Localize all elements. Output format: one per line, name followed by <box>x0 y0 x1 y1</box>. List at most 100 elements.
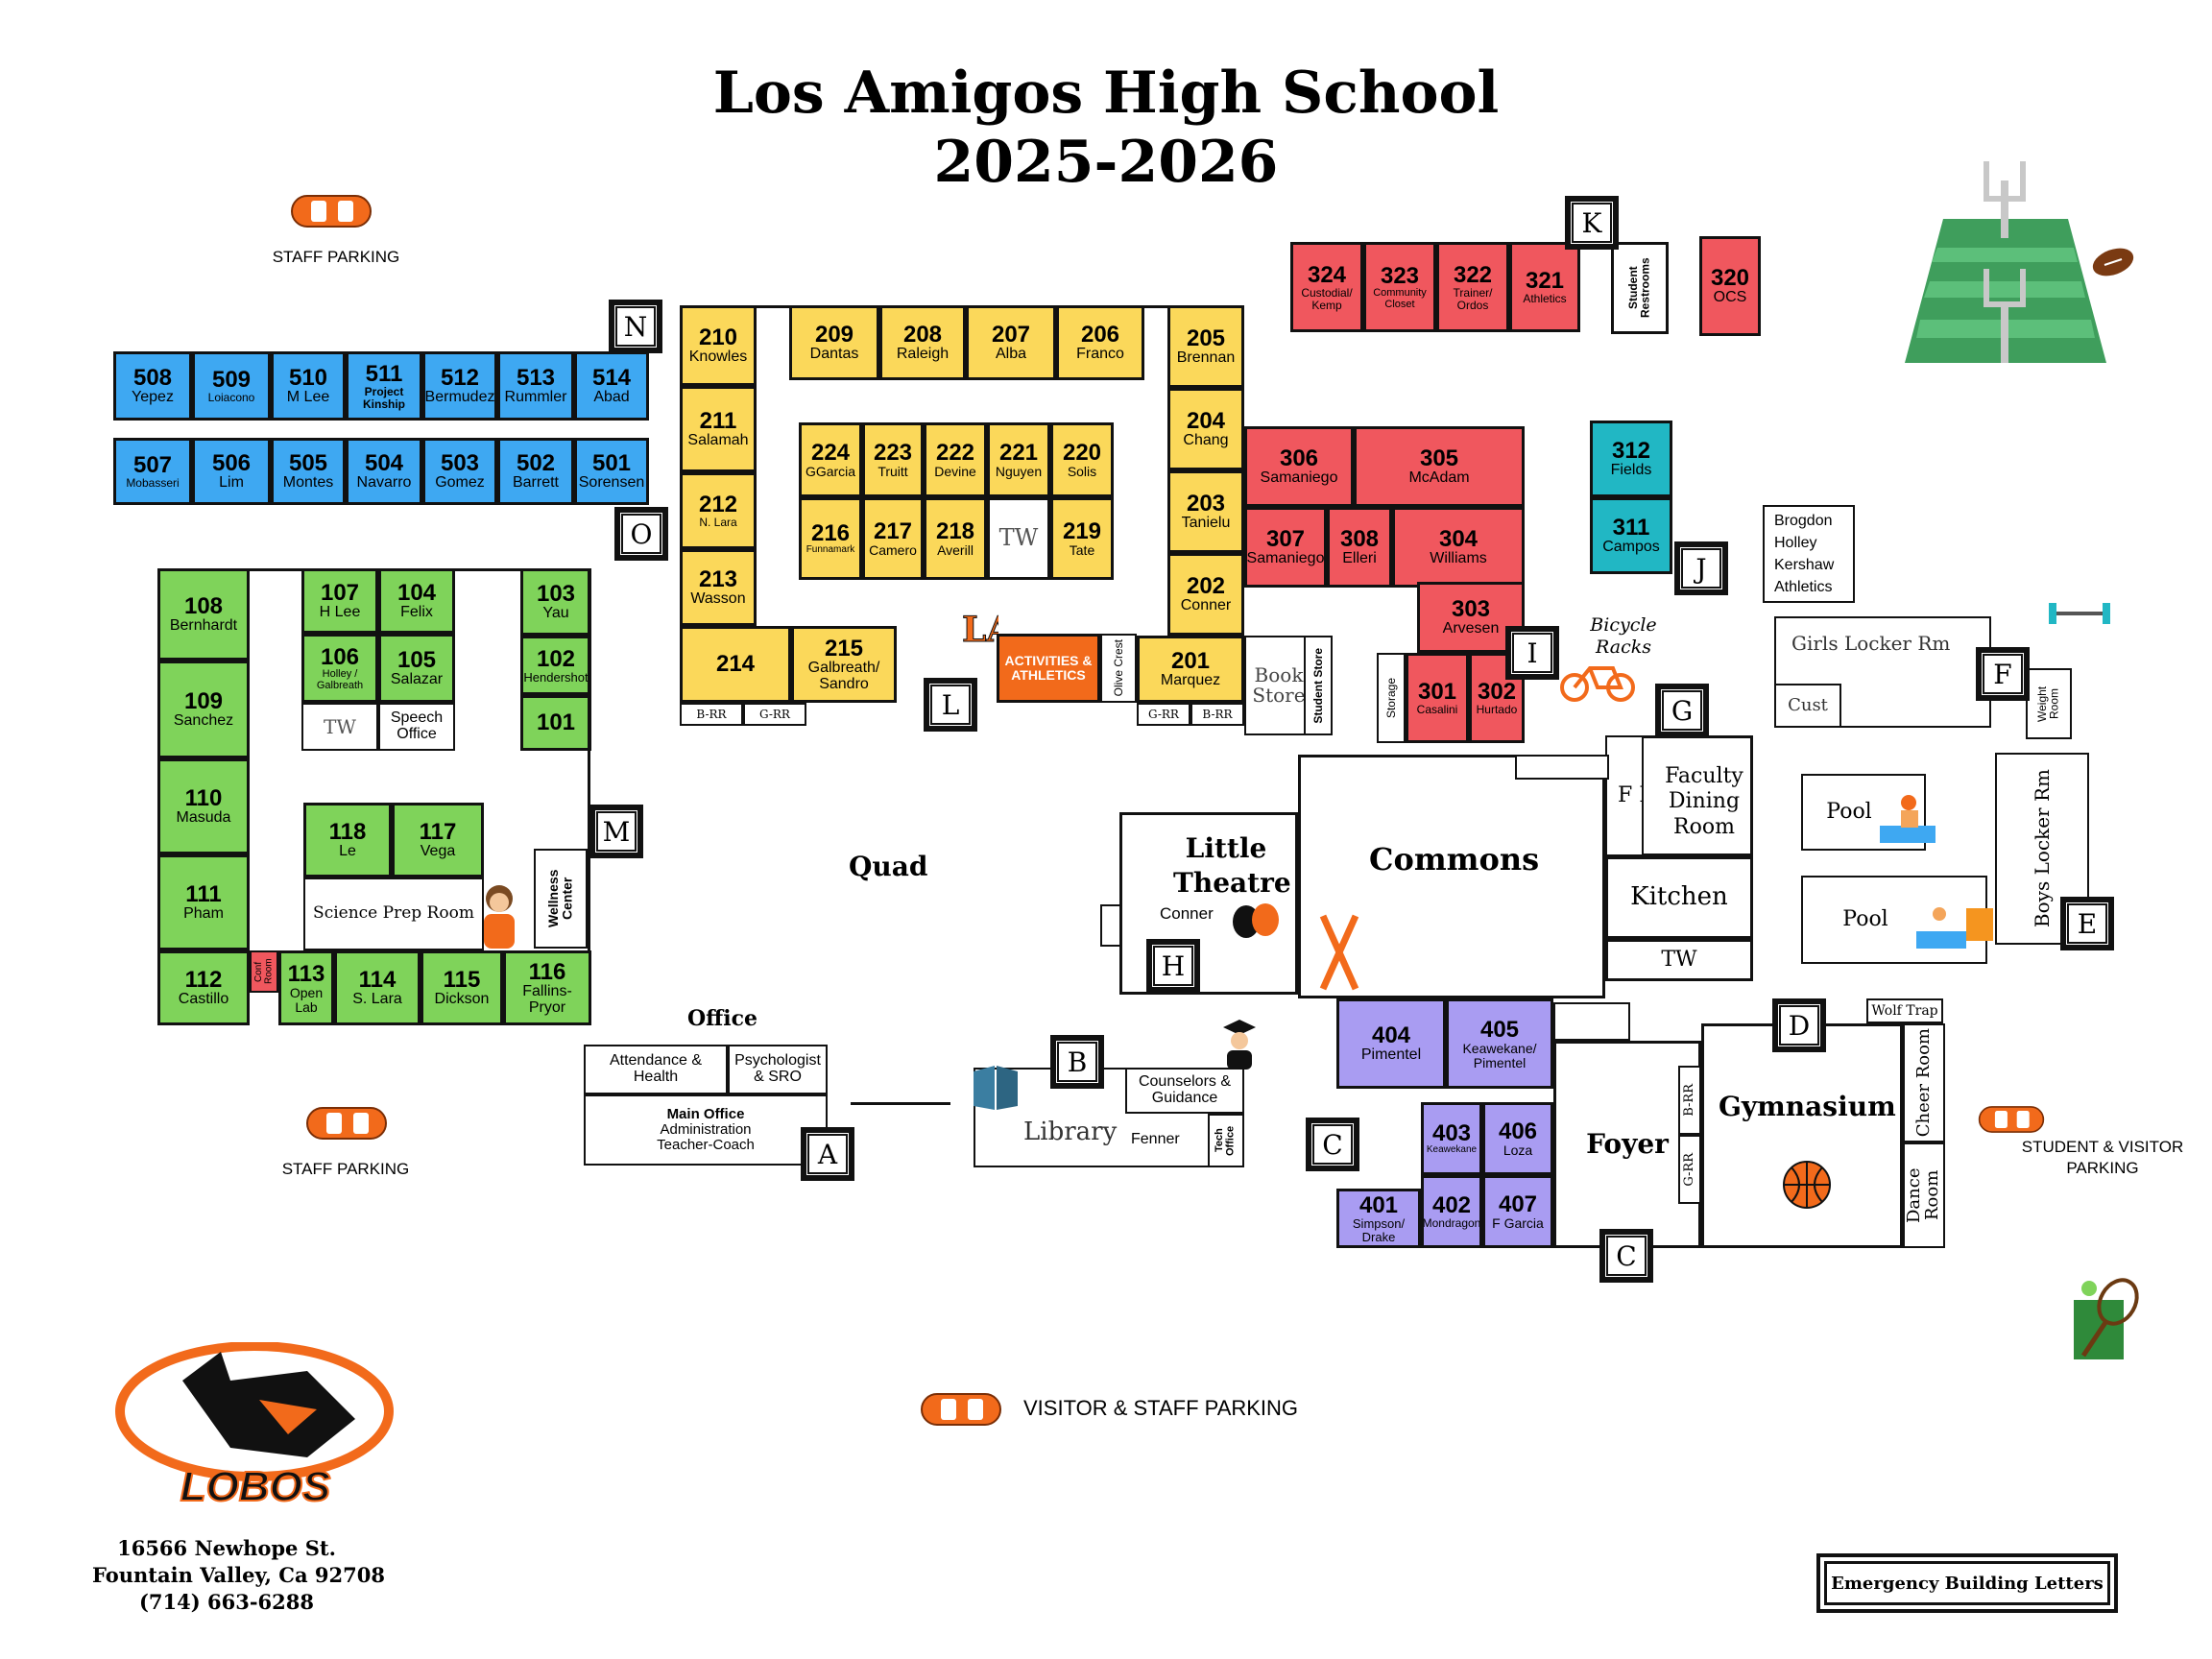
bicycle-icon <box>1560 666 1635 702</box>
speech-office: Speech Office <box>378 703 455 751</box>
dumbbell-icon <box>2049 603 2110 624</box>
wellness-center: Wellness Center <box>534 849 588 949</box>
address-city: Fountain Valley, Ca 92708 <box>92 1563 385 1587</box>
girls-restroom: G-RR <box>1137 703 1190 726</box>
building-letter-m: M <box>589 805 643 858</box>
psychologist-sro: Psychologist & SRO <box>728 1045 828 1094</box>
room-214: 214 <box>680 626 791 703</box>
building-letter-j: J <box>1674 541 1728 595</box>
swimmer-icon <box>1916 907 1993 949</box>
address-street: 16566 Newhope St. <box>117 1536 336 1560</box>
weight-room: Weight Room <box>2026 668 2072 739</box>
building-letter-a: A <box>801 1127 854 1181</box>
fork-knife-icon <box>1319 914 1359 991</box>
quad-label: Quad <box>849 851 928 882</box>
building-letter-c: C <box>1599 1229 1653 1283</box>
fdr1: F D R 1 <box>1605 735 1644 856</box>
visitor-staff-parking-label: VISITOR & STAFF PARKING <box>1023 1396 1299 1420</box>
student-store: Student Store <box>1304 636 1333 735</box>
boys-restroom: B-RR <box>1678 1066 1701 1135</box>
teacher-workroom: TW <box>1605 939 1753 981</box>
la-logo-icon: LA <box>962 610 999 648</box>
stairs <box>1553 1002 1630 1041</box>
building-letter-f: F <box>1976 647 2030 701</box>
building-letter-g: G <box>1655 684 1709 737</box>
commons-label: Commons <box>1369 841 1540 878</box>
boys-restroom: B-RR <box>680 703 743 726</box>
dance-room: Dance Room <box>1903 1142 1945 1248</box>
library <box>974 1068 1244 1167</box>
emergency-legend-label: Emergency Building Letters <box>1824 1561 2110 1605</box>
stage-stairs <box>1100 904 1121 947</box>
building-letter-i: I <box>1505 626 1559 680</box>
car-icon <box>1978 1106 2045 1133</box>
wolf-logo-icon <box>115 1342 394 1481</box>
football-icon <box>2092 248 2134 276</box>
conner-label: Conner <box>1160 904 1214 923</box>
emergency-legend: Emergency Building Letters <box>1816 1553 2118 1613</box>
custodial-room: Cust <box>1774 684 1841 728</box>
swimmer-icon <box>1880 795 1936 843</box>
student-icon <box>484 885 515 949</box>
teacher-workroom: TW <box>987 497 1050 580</box>
faculty-dining-label: Faculty Dining Room <box>1665 764 1743 839</box>
building-letter-h: H <box>1146 939 1200 993</box>
building-letter-l: L <box>924 678 977 732</box>
car-icon <box>921 1393 1001 1426</box>
pool-2: Pool <box>1801 876 1987 964</box>
girls-restroom: G-RR <box>1678 1135 1701 1204</box>
bicycle-racks-label: Bicycle Racks <box>1590 614 1657 658</box>
activities-athletics-office: ACTIVITIES & ATHLETICS <box>997 634 1100 703</box>
car-icon <box>291 195 372 228</box>
building-letter-k: K <box>1565 196 1619 250</box>
teacher-workroom: TW <box>301 703 378 751</box>
building-letter-b: B <box>1050 1035 1104 1089</box>
football-field-icon <box>1905 161 2106 363</box>
svg-text:LA: LA <box>962 610 998 647</box>
kitchen: Kitchen <box>1605 856 1753 939</box>
cheer-room: Cheer Room <box>1903 1023 1945 1142</box>
stairs <box>1515 755 1609 780</box>
